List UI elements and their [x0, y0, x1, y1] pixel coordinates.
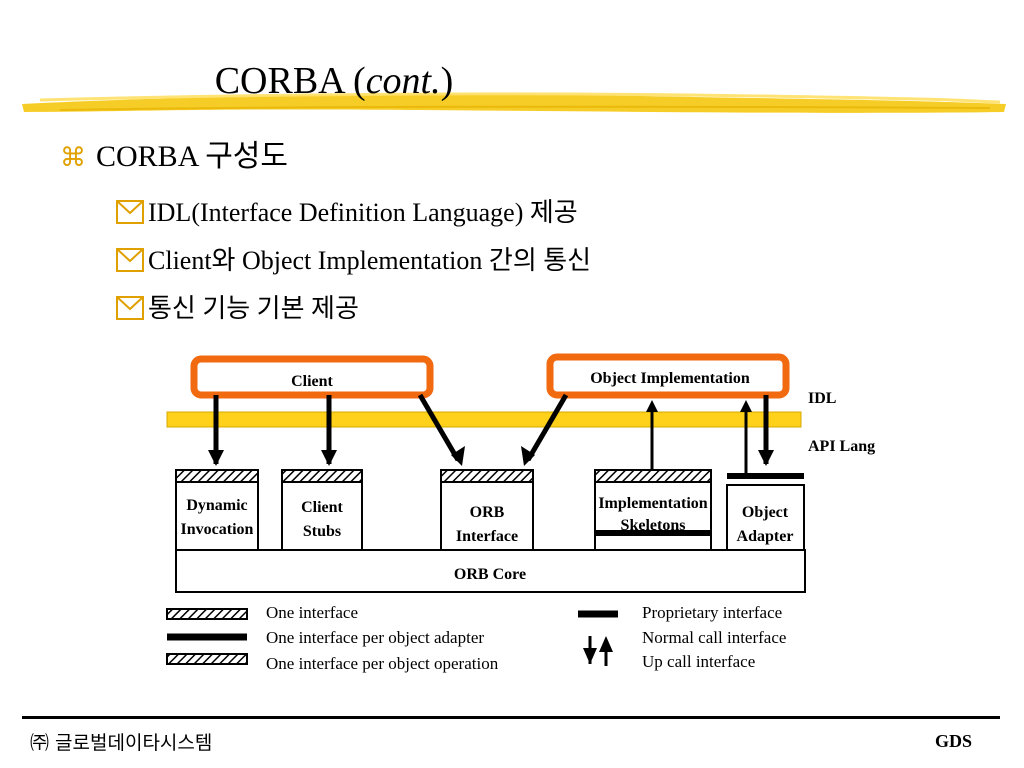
client-stubs-interface-hatch	[281, 469, 363, 483]
object-adapter-label-2: Adapter	[737, 528, 794, 545]
orb-interface-box	[440, 481, 534, 551]
object-implementation-box	[546, 353, 790, 399]
arrow-objimpl-to-orb-interface	[525, 393, 569, 462]
orb-interface-label-1: ORB	[470, 504, 505, 521]
sub-bullet-communication: Client와 Object Implementation 간의 통신	[116, 244, 591, 278]
client-box	[190, 355, 434, 399]
legend-proprietary: Proprietary interface	[642, 603, 782, 622]
orb-interface-hatch	[440, 469, 534, 483]
orb-core-box	[175, 549, 806, 593]
title-brush-decoration	[22, 92, 1006, 113]
envelope-bullet-icon	[116, 296, 144, 320]
corba-architecture-diagram: Client Object Implementation IDL API Lan…	[166, 353, 875, 673]
command-bullet-icon: ⌘	[60, 143, 86, 173]
footer-brand: GDS	[935, 731, 973, 751]
orb-interface-label-2: Interface	[456, 528, 518, 545]
arrow-client-to-orb-interface	[417, 393, 461, 462]
envelope-bullet-icon	[116, 248, 144, 272]
api-lang-label: API Lang	[808, 438, 875, 455]
object-adapter-label-1: Object	[742, 504, 789, 521]
dynamic-invocation-label-2: Invocation	[181, 521, 254, 538]
dynamic-invocation-interface-hatch	[175, 469, 259, 483]
skeletons-label-2: Skeletons	[621, 517, 686, 534]
legend-up-call: Up call interface	[642, 652, 755, 671]
client-stubs-box	[281, 481, 363, 551]
dynamic-invocation-box	[175, 481, 259, 551]
client-stubs-label-1: Client	[301, 499, 343, 516]
object-implementation-label: Object Implementation	[590, 370, 750, 387]
skeletons-label-1: Implementation	[598, 495, 707, 512]
idl-bar	[166, 411, 802, 428]
object-adapter-box	[726, 484, 805, 551]
orb-core-label: ORB Core	[454, 566, 526, 583]
legend-per-operation: One interface per object operation	[266, 654, 499, 673]
dynamic-invocation-label-1: Dynamic	[186, 497, 247, 514]
page-title: CORBA (cont.)	[214, 60, 454, 102]
envelope-bullet-icon	[116, 200, 144, 224]
idl-label: IDL	[808, 390, 836, 407]
bullet-corba-structure: ⌘CORBA 구성도	[60, 137, 288, 178]
legend-per-adapter: One interface per object adapter	[266, 628, 484, 647]
legend-one-interface: One interface	[266, 603, 358, 622]
client-stubs-label-2: Stubs	[303, 523, 341, 540]
implementation-skeletons-box	[594, 481, 712, 551]
footer-company: ㈜ 글로벌데이타시스템	[30, 732, 213, 754]
client-label: Client	[291, 373, 333, 390]
legend-hatch-per-operation	[166, 653, 248, 665]
skeletons-interface-hatch	[594, 469, 712, 483]
sub-bullet-idl: IDL(Interface Definition Language) 제공	[116, 196, 578, 230]
footer-divider	[22, 716, 1000, 719]
sub-bullet-basic-function: 통신 기능 기본 제공	[116, 292, 359, 326]
legend-normal-call: Normal call interface	[642, 628, 786, 647]
legend-hatch-one-interface	[166, 608, 248, 620]
